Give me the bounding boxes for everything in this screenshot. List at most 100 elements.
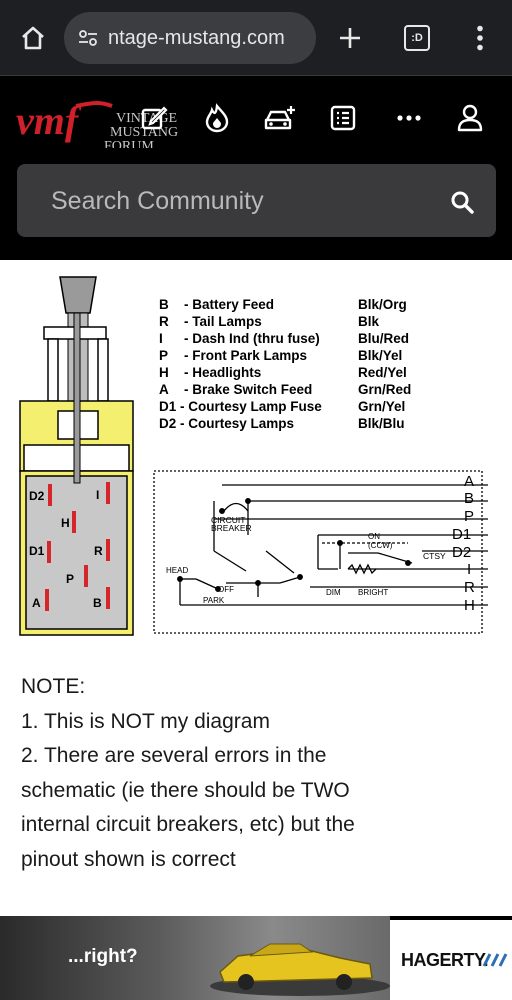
svg-text:- Front Park Lamps: - Front Park Lamps (184, 348, 307, 363)
legend-row: D1- Courtesy Lamp Fuse Grn/Yel (159, 399, 405, 414)
schematic-labels: CIRCUIT BREAKER HEAD OFF PARK ON (CCW) C… (166, 515, 446, 605)
svg-text:ON: ON (368, 532, 380, 541)
legend-row: P - Front Park Lamps Blk/Yel (159, 348, 402, 363)
pin-p: P (66, 565, 88, 587)
toolbar-divider (0, 75, 512, 76)
logo-mark: vmf (16, 98, 82, 143)
svg-text:PARK: PARK (203, 596, 225, 605)
svg-text:D1: D1 (29, 544, 45, 558)
svg-text:D2: D2 (29, 489, 45, 503)
svg-text:A: A (159, 382, 169, 397)
schematic (153, 470, 488, 634)
svg-text:(CCW): (CCW) (368, 541, 393, 550)
ad-brand: HAGERTY. (401, 950, 489, 970)
svg-text:- Brake Switch Feed: - Brake Switch Feed (184, 382, 312, 397)
svg-text:R: R (464, 579, 475, 596)
svg-text:H: H (159, 365, 169, 380)
search-community-input[interactable]: Search Community (17, 164, 496, 237)
logo-line3: FORUM (104, 139, 154, 148)
pin-d2: D2 (29, 484, 52, 506)
svg-text:R: R (94, 544, 103, 558)
svg-text:A: A (32, 596, 41, 610)
note-line: schematic (ie there should be TWO (21, 778, 350, 802)
legend-row: H - Headlights Red/Yel (159, 365, 407, 380)
legend-row: D2 - Courtesy Lamps Blk/Blu (159, 416, 405, 431)
svg-text:D1: D1 (159, 399, 177, 414)
svg-text:BRIGHT: BRIGHT (358, 588, 388, 597)
logo-line2: MUSTANG (110, 125, 178, 140)
legend-row: A - Brake Switch Feed Grn/Red (159, 382, 411, 397)
trending-icon[interactable] (197, 98, 237, 138)
svg-text:- Tail Lamps: - Tail Lamps (184, 314, 262, 329)
post-note: NOTE: 1. This is NOT my diagram 2. There… (21, 670, 491, 877)
note-line: internal circuit breakers, etc) but the (21, 813, 355, 836)
svg-text:- Courtesy Lamps: - Courtesy Lamps (180, 416, 294, 431)
tab-switcher-icon[interactable]: :D (399, 18, 435, 58)
pin-a: A (32, 589, 49, 611)
svg-text:P: P (66, 572, 74, 586)
new-post-icon[interactable] (134, 98, 174, 138)
ad-banner[interactable]: ...right? HAGERTY. (0, 916, 512, 1000)
svg-text:D1: D1 (452, 526, 471, 543)
svg-text:Grn/Red: Grn/Red (358, 382, 411, 397)
pin-i: I (96, 482, 110, 504)
svg-text:OFF: OFF (218, 585, 234, 594)
svg-text:Blk/Yel: Blk/Yel (358, 348, 402, 363)
news-list-icon[interactable] (323, 98, 363, 138)
legend-row: I - Dash Ind (thru fuse) Blu/Red (159, 331, 409, 346)
pin-h: H (61, 511, 76, 533)
svg-text:Blk/Blu: Blk/Blu (358, 416, 405, 431)
svg-text:I: I (159, 331, 163, 346)
svg-text:- Dash Ind (thru fuse): - Dash Ind (thru fuse) (184, 331, 320, 346)
svg-text:H: H (61, 516, 70, 530)
schematic-output-labels: A B P D1 D2 I R H (452, 473, 475, 614)
search-icon[interactable] (450, 190, 474, 214)
hagerty-stripes-icon (482, 953, 508, 967)
account-icon[interactable] (450, 98, 490, 138)
site-settings-icon[interactable] (78, 28, 98, 48)
svg-text:Red/Yel: Red/Yel (358, 365, 407, 380)
ad-tagline: ...right? (68, 946, 138, 967)
svg-text:D2: D2 (159, 416, 176, 431)
pin-d1: D1 (29, 541, 51, 563)
tab-switcher-label: :D (411, 32, 423, 44)
search-placeholder: Search Community (51, 187, 264, 215)
svg-text:- Headlights: - Headlights (184, 365, 261, 380)
note-line: 2. There are several errors in the (21, 744, 327, 767)
svg-text:B: B (159, 297, 169, 312)
browser-menu-icon[interactable] (462, 18, 498, 58)
pin-r: R (94, 539, 110, 561)
svg-text:P: P (464, 508, 474, 525)
garage-icon[interactable] (260, 98, 300, 138)
svg-text:CIRCUIT: CIRCUIT (211, 515, 245, 525)
svg-text:A: A (464, 473, 474, 490)
svg-text:Grn/Yel: Grn/Yel (358, 399, 405, 414)
svg-text:I: I (467, 561, 471, 578)
svg-text:- Courtesy Lamp Fuse: - Courtesy Lamp Fuse (180, 399, 322, 414)
ad-image (0, 916, 390, 1000)
note-line: NOTE: (21, 675, 86, 698)
svg-text:Blk/Org: Blk/Org (358, 297, 407, 312)
forum-header: vmf VINTAGE MUSTANG FORUM Search Communi… (0, 76, 512, 260)
url-text: ntage-mustang.com (108, 27, 285, 49)
note-line: 1. This is NOT my diagram (21, 709, 270, 733)
pin-b: B (93, 587, 110, 610)
svg-text:Blu/Red: Blu/Red (358, 331, 409, 346)
svg-text:P: P (159, 348, 168, 363)
address-bar[interactable]: ntage-mustang.com (64, 12, 316, 64)
svg-text:Blk: Blk (358, 314, 380, 329)
svg-text:D2: D2 (452, 544, 471, 561)
more-icon[interactable] (389, 98, 429, 138)
note-line: pinout shown is correct (21, 847, 236, 871)
svg-text:DIM: DIM (326, 588, 341, 597)
svg-text:B: B (93, 596, 102, 610)
home-icon[interactable] (15, 18, 51, 58)
svg-text:CTSY: CTSY (423, 551, 446, 561)
new-tab-icon[interactable] (332, 18, 368, 58)
switch-drawing (19, 276, 134, 636)
